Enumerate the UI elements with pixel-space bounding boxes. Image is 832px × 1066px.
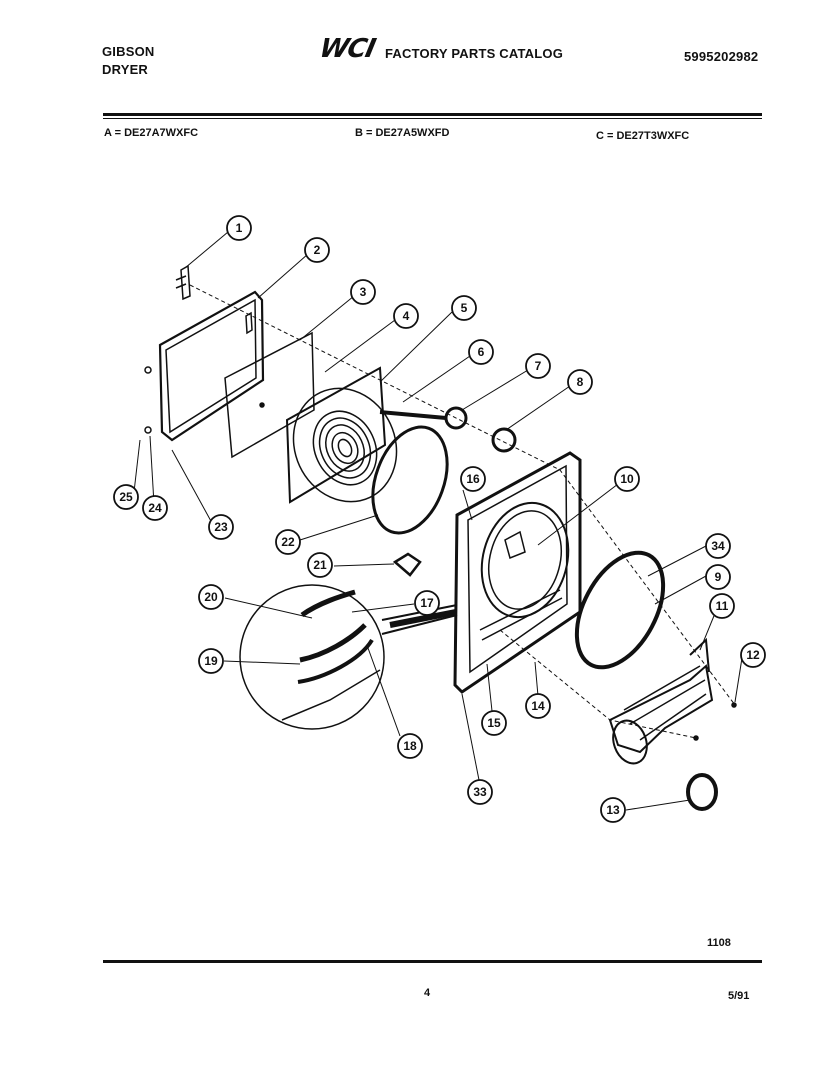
callout-9	[705, 564, 731, 590]
callout-label: 11	[716, 599, 729, 613]
callout-11	[709, 593, 735, 619]
callout-22	[275, 529, 301, 555]
callout-5	[451, 295, 477, 321]
callout-label: 21	[313, 558, 327, 572]
callout-7	[525, 353, 551, 379]
part-door-outer-panel	[158, 290, 265, 442]
callout-17	[414, 590, 440, 616]
detail-zoom-circle	[239, 584, 385, 730]
callout-label: 13	[606, 803, 620, 817]
callout-20	[198, 584, 224, 610]
callout-label: 22	[281, 535, 295, 549]
callout-2	[304, 237, 330, 263]
callout-label: 14	[531, 699, 545, 713]
callout-4	[393, 303, 419, 329]
callout-12	[740, 642, 766, 668]
callout-25	[113, 484, 139, 510]
model-a: A = DE27A7WXFC	[104, 127, 199, 139]
callout-label: 10	[620, 472, 634, 486]
callout-label: 33	[473, 785, 487, 799]
callout-21	[307, 552, 333, 578]
callout-label: 18	[403, 739, 417, 753]
callout-label: 24	[148, 501, 162, 515]
callout-label: 12	[746, 648, 760, 662]
callout-10	[614, 466, 640, 492]
callout-33	[467, 779, 493, 805]
revision-date: 5/91	[728, 990, 750, 1002]
callout-label: 25	[119, 490, 133, 504]
product-label: DRYER	[102, 62, 149, 77]
callout-19	[198, 648, 224, 674]
callout-label: 17	[420, 596, 434, 610]
callout-13	[600, 797, 626, 823]
callout-15	[481, 710, 507, 736]
callout-34	[705, 533, 731, 559]
callout-3	[350, 279, 376, 305]
callout-16	[460, 466, 486, 492]
model-b: B = DE27A5WXFD	[355, 127, 450, 139]
part-hinge	[180, 264, 191, 301]
callout-label: 9	[715, 570, 722, 584]
header-rule-thin	[103, 118, 762, 119]
header-rule-thick	[103, 113, 762, 116]
callout-label: 8	[577, 375, 584, 389]
callout-23	[208, 514, 234, 540]
callout-label: 20	[204, 590, 218, 604]
callout-label: 15	[487, 716, 501, 730]
figure-number: 1108	[707, 937, 731, 949]
callout-24	[142, 495, 168, 521]
callout-label: 5	[461, 301, 468, 315]
catalog-number: 5995202982	[684, 49, 759, 64]
footer-rule	[103, 960, 762, 963]
part-bearing-bracket	[608, 664, 714, 754]
part-drum-seal	[574, 550, 666, 670]
callout-8	[567, 369, 593, 395]
part-inner-door	[285, 366, 387, 504]
callout-label: 1	[236, 221, 243, 235]
brand-label: GIBSON	[102, 44, 155, 59]
callout-6	[468, 339, 494, 365]
part-bearing	[686, 773, 718, 811]
callout-label: 23	[214, 520, 228, 534]
callout-label: 34	[711, 539, 725, 553]
callout-label: 19	[204, 654, 218, 668]
callout-18	[397, 733, 423, 759]
model-c: C = DE27T3WXFC	[596, 130, 690, 142]
callout-1	[226, 215, 252, 241]
callout-label: 3	[360, 285, 367, 299]
callout-label: 2	[314, 243, 321, 257]
callout-label: 6	[478, 345, 485, 359]
callout-14	[525, 693, 551, 719]
part-door-gasket	[371, 425, 449, 535]
callout-label: 7	[535, 359, 542, 373]
page-number: 4	[424, 987, 431, 999]
part-door-insulation	[224, 331, 315, 459]
callout-label: 16	[466, 472, 480, 486]
catalog-title: FACTORY PARTS CATALOG	[385, 46, 564, 61]
callout-label: 4	[403, 309, 410, 323]
